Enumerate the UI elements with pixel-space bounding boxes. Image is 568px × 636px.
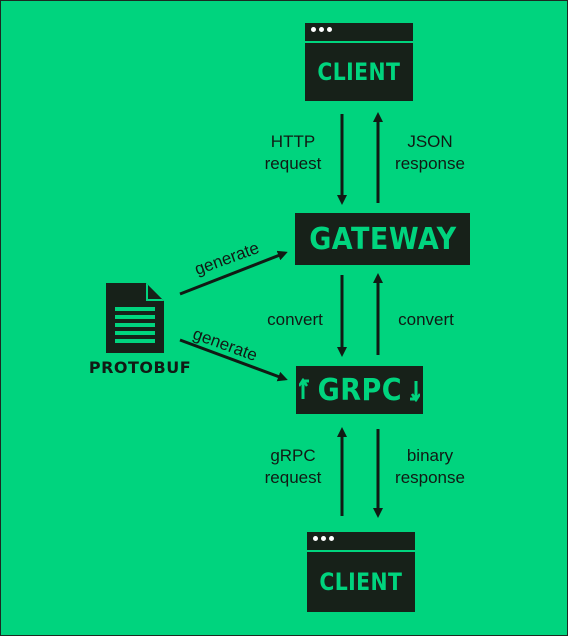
client-top-label: CLIENT (317, 58, 401, 86)
grpc-label: gRPC (317, 372, 402, 408)
grpc-bracket-right-icon (410, 381, 421, 402)
convert-down-caption: convert (267, 310, 323, 329)
grpc-bracket-left-icon (298, 378, 309, 399)
window-bar (307, 532, 415, 548)
arrow-generate-grpc (179, 338, 288, 382)
grpc-request-caption: gRPC request (264, 446, 322, 487)
client-bottom-box: CLIENT (307, 532, 415, 612)
arrow-generate-gateway (179, 250, 288, 296)
binary-response-caption: binary response (395, 446, 465, 487)
client-top-box: CLIENT (305, 23, 413, 101)
window-bar (305, 23, 413, 39)
window-dots-icon (311, 27, 332, 32)
protobuf-label: Protobuf (88, 358, 192, 377)
convert-up-caption: convert (398, 310, 454, 329)
json-response-caption: JSON response (395, 132, 465, 173)
window-dots-icon (313, 536, 334, 541)
grpc-box: gRPC (296, 366, 423, 414)
document-icon (106, 283, 164, 353)
http-request-caption: HTTP request (264, 132, 322, 173)
gateway-label: Gateway (308, 221, 457, 257)
gateway-box: Gateway (295, 213, 470, 265)
client-bottom-label: CLIENT (319, 568, 403, 596)
